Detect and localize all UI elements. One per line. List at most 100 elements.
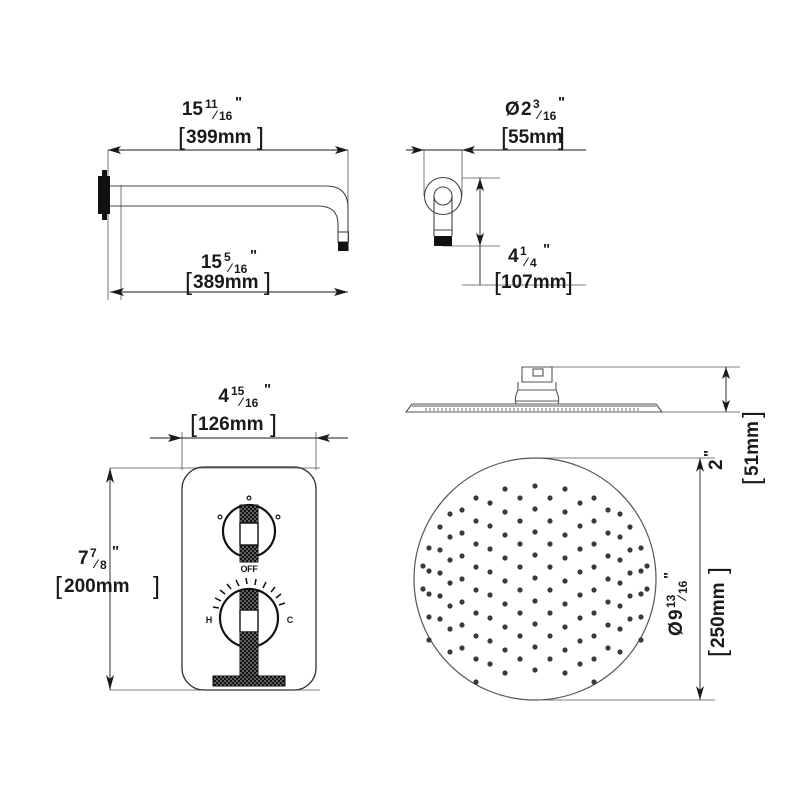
head-diameter-metric-text: [ 250mm ] [704,567,732,657]
dim-slash: ⁄ [535,108,543,122]
arm-overall-length-text: 15 11 ⁄ 16 " [ 399mm ] [178,94,264,151]
spray-nozzle-holes [420,483,650,685]
dim-bracket-close: ] [738,411,766,418]
indicator-dot-left [217,514,223,520]
valve-extension-lines [110,432,320,691]
dim-numerator: 11 [205,97,218,111]
dim-whole: 15 [201,252,223,273]
valve-cold-label: C [287,615,294,625]
flange-escutcheon [423,176,463,216]
dim-denominator: 4 [530,256,537,270]
arm-projection-dimension-line [110,288,348,296]
dim-whole: 15 [182,99,204,120]
valve-off-label: OFF [240,564,258,574]
arm-drop-tip [434,236,452,246]
dim-slash: ⁄ [675,594,689,602]
head-extension-lines [535,366,740,701]
dim-bracket-open: [ [501,123,508,151]
flange-diameter-text: Ø 2 3 ⁄ 16 " [ 55mm ] [501,94,565,151]
valve-temperature-handle: H C [206,577,294,687]
dim-bracket-close: ] [270,410,277,438]
dim-denominator: 16 [543,109,557,123]
dim-metric: 250mm [708,583,729,649]
shower-head-nozzle-edge [425,408,639,411]
dim-inch-mark: " [264,381,271,398]
arm-projection-text: 15 5 ⁄ 16 " [ 389mm ] [185,247,271,296]
head-thickness-metric-text: [ 51mm ] [738,411,766,485]
dim-whole: 4 [508,246,519,267]
dim-whole: 2 [706,459,727,470]
dim-denominator: 16 [676,580,690,594]
dim-slash: ⁄ [237,395,245,409]
valve-base-bar [212,675,286,687]
arm-drop-tube [433,196,453,236]
head-thickness-text: 2 " [701,450,727,470]
dim-numerator: 13 [664,594,678,608]
dim-metric: 55mm [508,127,563,148]
dim-numerator: 7 [90,546,97,560]
arm-wall-flange [98,170,110,220]
dim-inch-mark: " [112,543,119,560]
dim-bracket-close: ] [257,123,264,151]
dim-denominator: 16 [245,396,259,410]
dim-inch-mark: " [661,572,678,579]
dim-whole: 4 [218,386,229,407]
dim-bracket-close: ] [704,567,732,574]
valve-height-dimension-line [106,468,114,690]
dim-bracket-open: [ [704,650,732,657]
dim-bracket-open: [ [738,478,766,485]
dim-numerator: 3 [533,97,540,111]
dim-bracket-open: [ [494,268,501,296]
dim-slash: ⁄ [522,255,530,269]
view-shower-arm-side [98,146,350,300]
shower-head-face-view [413,457,657,701]
dim-metric: 126mm [198,414,264,435]
arm-outlet-nipple [337,231,350,251]
dim-metric: 200mm [64,576,130,597]
valve-hot-label: H [206,615,213,625]
dim-denominator: 16 [234,262,248,276]
arm-drop-text: 4 1 ⁄ 4 " [ 107mm ] [494,241,573,296]
dim-bracket-open: [ [55,572,62,600]
arm-overall-dimension-line [108,146,348,154]
arm-drop-dimension-line [476,178,484,285]
dim-metric: 107mm [501,272,567,293]
head-diameter-dimension-line [696,458,704,700]
dim-metric: 51mm [742,421,763,476]
dim-whole: 7 [78,548,89,569]
view-valve-trim-front: OFF H C [106,432,348,691]
valve-width-text: 4 15 ⁄ 16 " [ 126mm ] [190,381,277,438]
dim-numerator: 1 [520,244,527,258]
dim-numerator: 15 [231,384,245,398]
dim-slash: ⁄ [92,557,100,571]
dim-bracket-open: [ [190,410,197,438]
dim-diameter-symbol: Ø [666,621,687,636]
arm-tube [110,185,349,232]
valve-width-dimension-line [150,434,348,442]
valve-escutcheon-plate [181,466,317,691]
dim-inch-mark: " [543,241,550,258]
dim-inch-mark: " [558,94,565,111]
dim-whole: 9 [666,609,687,620]
view-shower-head [404,366,740,701]
dim-slash: ⁄ [226,261,234,275]
flange-diameter-dimension-line [406,146,586,154]
indicator-dot-right [275,514,281,520]
indicator-dot-top [246,495,252,501]
dim-whole: 2 [521,99,532,120]
dim-slash: ⁄ [211,108,219,122]
shower-head-side-view [404,403,664,413]
dim-inch-mark: " [235,94,242,111]
dim-inch-mark: " [250,247,257,264]
dim-metric: 389mm [193,272,259,293]
dim-bracket-open: [ [185,268,192,296]
flange-extension-lines [423,150,586,286]
dim-metric: 399mm [186,127,252,148]
dim-denominator: 8 [100,558,107,572]
temperature-tick-marks [212,577,286,609]
dim-inch-mark: " [701,450,718,457]
dim-bracket-close: ] [558,123,565,151]
dim-diameter-symbol: Ø [505,99,520,120]
